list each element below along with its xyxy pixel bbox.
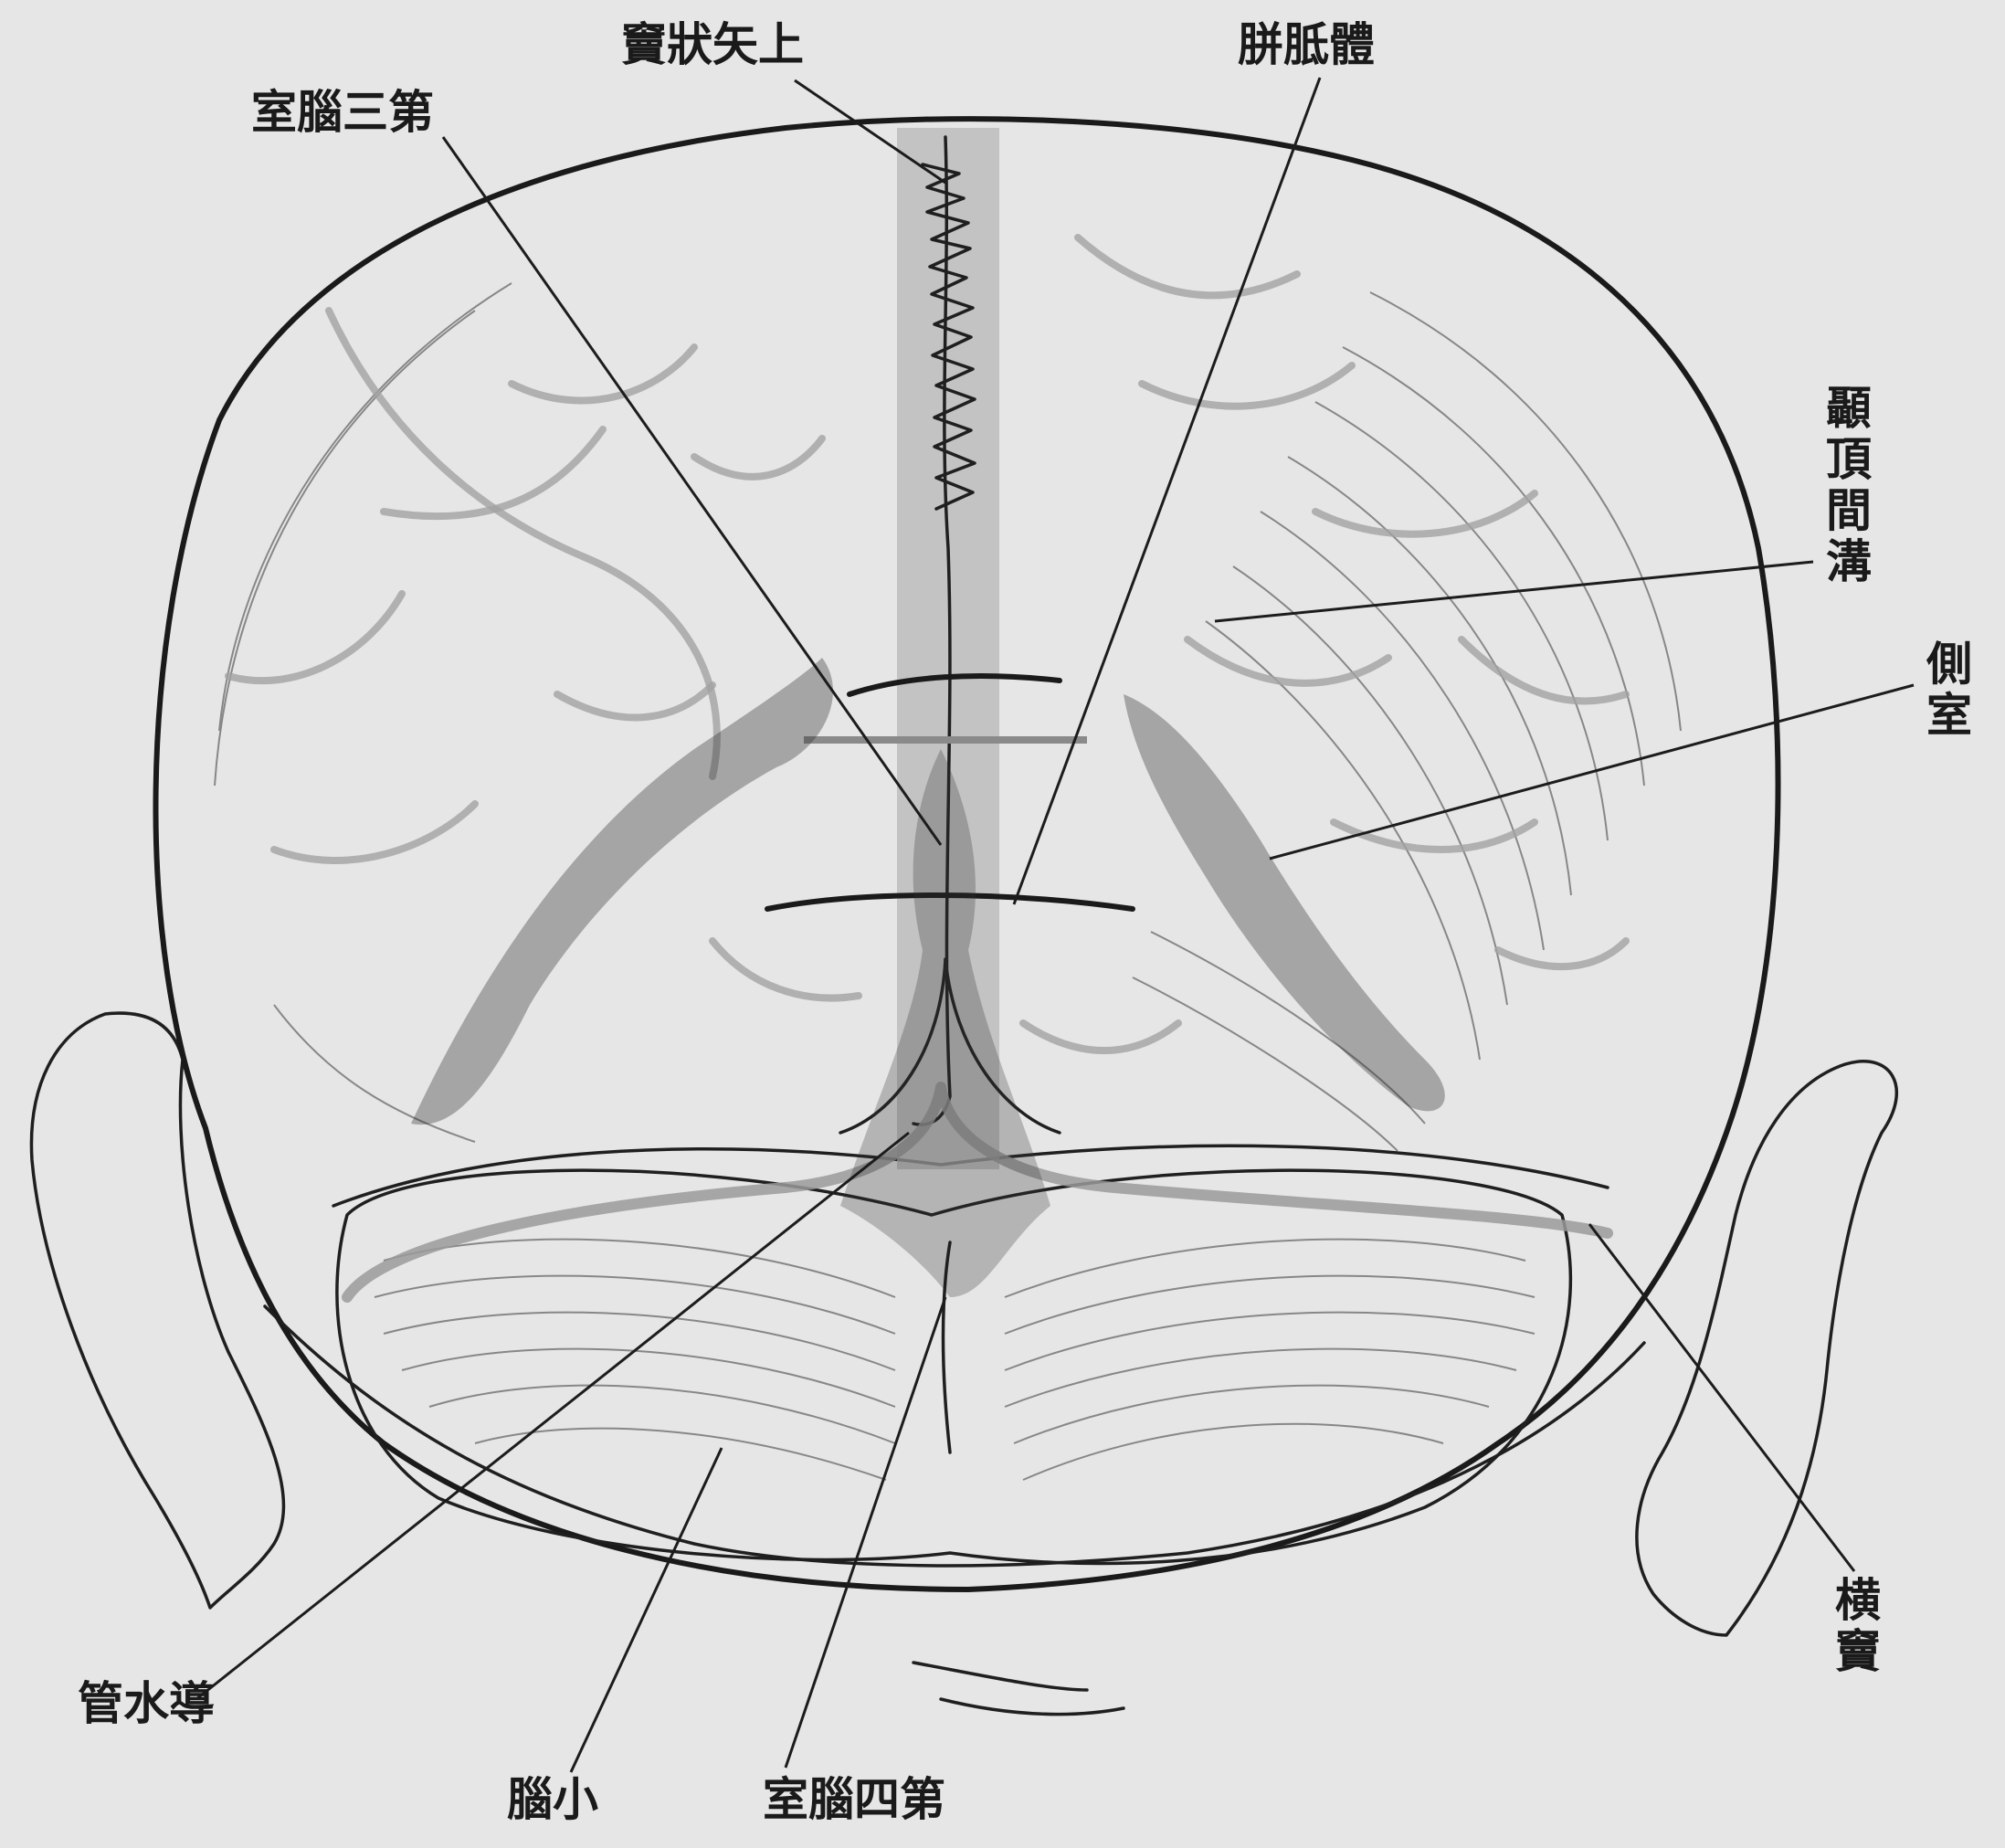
- label-lateral-ventricle: 側室: [1923, 639, 1968, 742]
- label-cerebral-aqueduct: 管水導: [78, 1681, 215, 1727]
- label-transverse-sinus: 横竇: [1831, 1576, 1877, 1678]
- label-third-ventricle: 室腦三第: [251, 90, 434, 135]
- label-fourth-ventricle: 室腦四第: [763, 1777, 945, 1822]
- label-parieto-occipital-sulcus: 顳頂間溝: [1822, 384, 1868, 588]
- label-superior-sagittal-sinus: 竇狀矢上: [621, 22, 804, 68]
- label-cerebellum: 腦小: [507, 1777, 598, 1822]
- label-corpus-callosum: 胼胝體: [1238, 22, 1375, 68]
